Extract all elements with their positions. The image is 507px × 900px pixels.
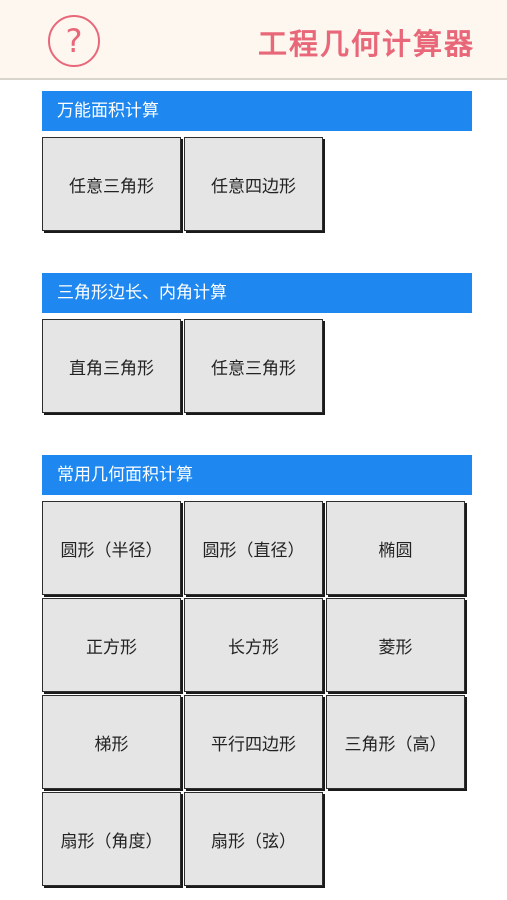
square-button[interactable]: 正方形 (42, 598, 181, 692)
app-title: 工程几何计算器 (257, 27, 475, 61)
trapezoid-button[interactable]: 梯形 (42, 695, 181, 789)
circle-diameter-button[interactable]: 圆形（直径） (184, 501, 323, 595)
help-button[interactable]: ? (48, 15, 100, 67)
rectangle-button[interactable]: 长方形 (184, 598, 323, 692)
circle-radius-button[interactable]: 圆形（半径） (42, 501, 181, 595)
sides-any-triangle-button[interactable]: 任意三角形 (184, 319, 323, 413)
parallelogram-button[interactable]: 平行四边形 (184, 695, 323, 789)
app-header: ? 工程几何计算器 (0, 0, 507, 80)
section-header-common-geometry-area: 常用几何面积计算 (42, 455, 472, 495)
triangle-height-button[interactable]: 三角形（高） (326, 695, 465, 789)
universal-any-triangle-button[interactable]: 任意三角形 (42, 137, 181, 231)
right-triangle-button[interactable]: 直角三角形 (42, 319, 181, 413)
section-header-triangle-sides-angles: 三角形边长、内角计算 (42, 273, 472, 313)
sector-chord-button[interactable]: 扇形（弦） (184, 792, 323, 886)
ellipse-button[interactable]: 椭圆 (326, 501, 465, 595)
section-header-universal-area: 万能面积计算 (42, 91, 472, 131)
sector-angle-button[interactable]: 扇形（角度） (42, 792, 181, 886)
rhombus-button[interactable]: 菱形 (326, 598, 465, 692)
universal-any-quadrilateral-button[interactable]: 任意四边形 (184, 137, 323, 231)
